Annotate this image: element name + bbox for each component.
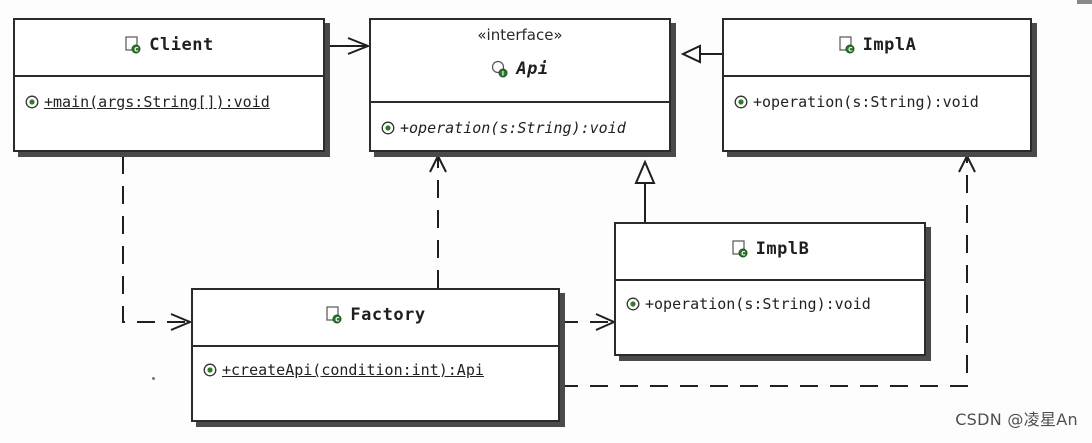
implb-class-header: C ImplB: [616, 224, 924, 281]
impla-realization-triangle: [680, 44, 701, 64]
impla-title-row: C ImplA: [724, 35, 1030, 55]
factory-createapi-method: +createApi(condition:int):Api: [222, 361, 484, 379]
factory-class-header: C Factory: [193, 290, 558, 347]
top-corner-mark: [1077, 0, 1092, 4]
interface-stereotype: «interface»: [477, 26, 563, 44]
factory-class[interactable]: C Factory +createApi(condition:int):Api: [191, 288, 560, 422]
factory-class-name: Factory: [350, 305, 426, 325]
factory-method-row[interactable]: +createApi(condition:int):Api: [203, 361, 484, 379]
class-icon: C: [326, 306, 342, 324]
implb-operation-method: +operation(s:String):void: [645, 295, 871, 313]
public-method-icon: [203, 363, 217, 377]
client-class-header: C Client: [15, 20, 323, 77]
impla-operation-method: +operation(s:String):void: [753, 93, 979, 111]
impla-class[interactable]: C ImplA +operation(s:String):void: [722, 18, 1032, 152]
svg-text:C: C: [336, 317, 340, 323]
interface-icon: I: [492, 60, 508, 78]
class-icon: C: [732, 240, 748, 258]
factory-to-implb-open-arrow: [595, 313, 617, 331]
client-main-method: +main(args:String[]):void: [44, 93, 270, 111]
api-interface[interactable]: «interface» I Api +operation(s:String):v…: [369, 18, 671, 152]
public-method-icon: [734, 95, 748, 109]
csdn-watermark: CSDN @凌星An: [955, 410, 1078, 429]
client-to-factory-dependency: [122, 156, 190, 323]
public-method-icon: [626, 297, 640, 311]
impla-class-name: ImplA: [862, 35, 917, 55]
client-title-row: C Client: [15, 35, 323, 55]
factory-to-api-open-arrow: [429, 153, 447, 173]
class-icon: C: [125, 36, 141, 54]
svg-text:C: C: [741, 251, 745, 257]
factory-title-row: C Factory: [193, 305, 558, 325]
api-interface-header: «interface» I Api: [371, 20, 669, 103]
client-class[interactable]: C Client +main(args:String[]):void: [13, 18, 325, 152]
client-to-factory-open-arrow: [170, 313, 193, 331]
implb-class-name: ImplB: [755, 239, 810, 259]
client-class-name: Client: [149, 35, 214, 55]
svg-text:I: I: [502, 71, 504, 77]
implb-method-row[interactable]: +operation(s:String):void: [626, 295, 871, 313]
class-icon: C: [839, 36, 855, 54]
svg-text:C: C: [134, 47, 138, 53]
api-interface-name: Api: [516, 59, 549, 79]
factory-to-impla-open-arrow: [958, 153, 976, 173]
client-to-api-open-arrow: [347, 37, 371, 55]
scan-speck: [152, 377, 155, 380]
implb-title-row: C ImplB: [616, 239, 924, 259]
client-method-row[interactable]: +main(args:String[]):void: [25, 93, 270, 111]
svg-text:C: C: [848, 47, 852, 53]
impla-class-header: C ImplA: [724, 20, 1030, 77]
api-operation-method: +operation(s:String):void: [400, 119, 626, 137]
impla-method-row[interactable]: +operation(s:String):void: [734, 93, 979, 111]
public-method-icon: [25, 95, 39, 109]
implb-class[interactable]: C ImplB +operation(s:String):void: [614, 222, 926, 356]
api-title-row: I Api: [371, 59, 669, 79]
api-method-row[interactable]: +operation(s:String):void: [381, 119, 626, 137]
implb-realization-triangle: [634, 159, 656, 184]
public-method-icon: [381, 121, 395, 135]
